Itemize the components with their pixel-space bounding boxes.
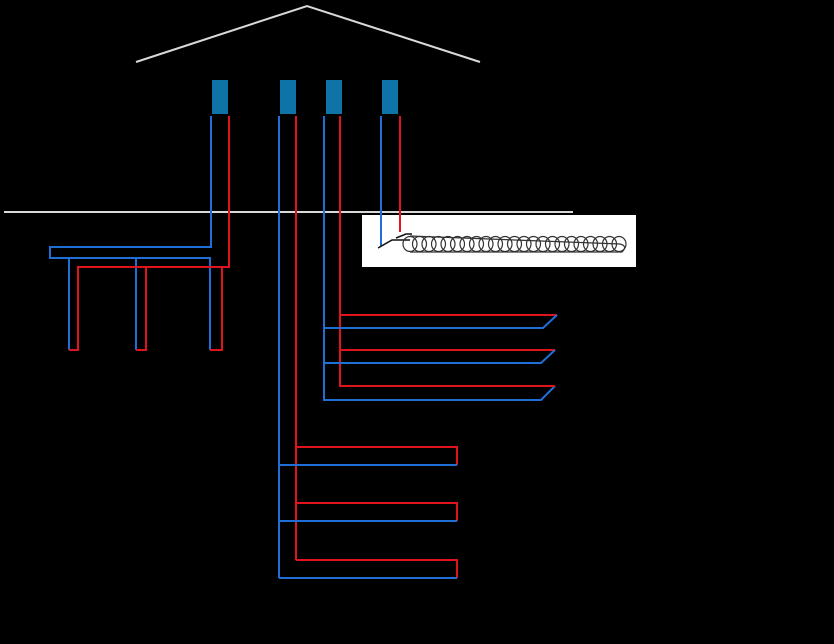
heat-pump-unit-4 (382, 80, 398, 114)
vertical-loop-return-pipe (49, 116, 212, 350)
vertical-loop-supply-pipe (69, 116, 230, 351)
upper-trench-supply-main (339, 116, 555, 387)
upper-trench-2-return (324, 349, 556, 364)
horizontal-trench-loop-lower (278, 116, 458, 579)
slinky-coil-loop (362, 116, 636, 267)
borehole-3-supply (210, 267, 223, 351)
house-roof (135, 4, 481, 63)
horizontal-trench-loop-upper (323, 116, 558, 401)
lower-trench-2-supply (296, 502, 458, 521)
vertical-borehole-loop (49, 116, 230, 351)
slinky-coil (402, 235, 627, 253)
heat-pump-unit-1 (212, 80, 228, 114)
upper-trench-1-return (324, 314, 558, 329)
upper-trench-return-main (323, 116, 556, 401)
slinky-lead-upper (395, 233, 412, 239)
lower-trench-1-supply (296, 446, 458, 465)
heat-pump-unit-3 (326, 80, 342, 114)
heat-pump-unit-2 (280, 80, 296, 114)
borehole-2-supply (136, 267, 147, 351)
lower-trench-3-supply (296, 559, 458, 578)
slinky-coil-envelope (409, 235, 626, 253)
heat-pump-units (212, 80, 398, 114)
